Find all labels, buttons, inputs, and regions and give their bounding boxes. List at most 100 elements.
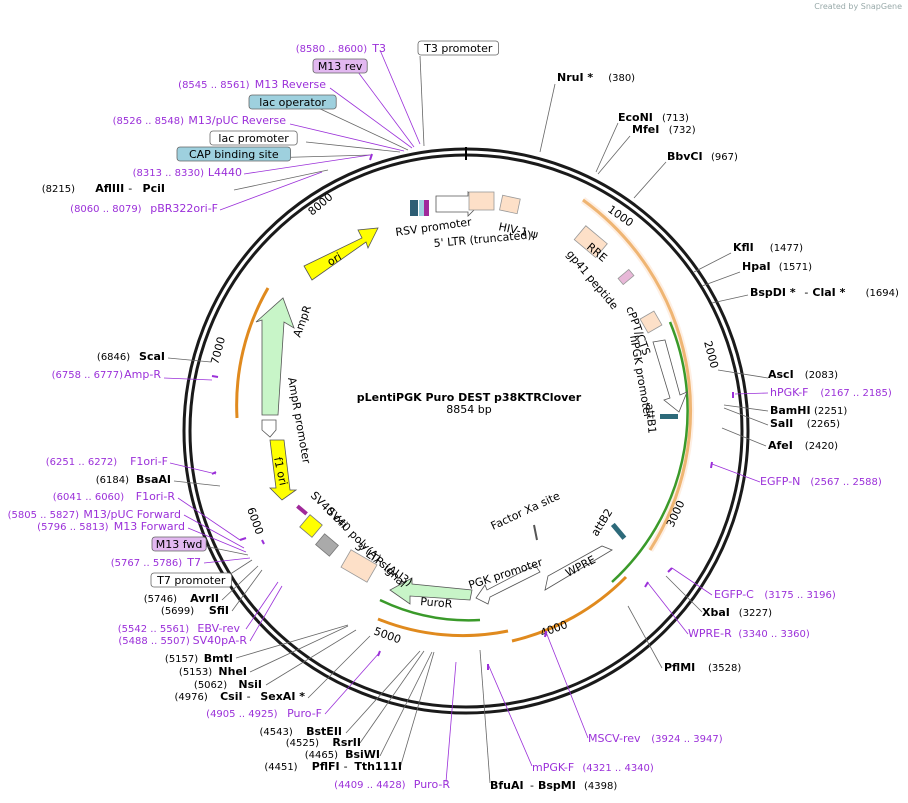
- primer-pos-puro-r: (4409 .. 4428): [334, 780, 406, 791]
- svg-text:M13 rev: M13 rev: [318, 60, 363, 73]
- enzyme-pos-asci: (2083): [805, 370, 838, 381]
- primer-egfp-n: EGFP-N: [760, 475, 800, 488]
- primer-pos-t7: (5767 .. 5786): [111, 558, 183, 569]
- enzyme-bsaai: BsaAI: [136, 473, 171, 486]
- enzyme-pos-avrii: (5746): [144, 594, 177, 605]
- enzyme-pos-xbai: (3227): [739, 608, 772, 619]
- enzyme-pos-bbvci: (967): [711, 152, 738, 163]
- primer-m13-puc-reverse: M13/pUC Reverse: [188, 114, 286, 127]
- primer-sv40pa-r: SV40pA-R: [193, 634, 248, 647]
- feature-ltr3: [340, 549, 378, 583]
- svg-text:lac promoter: lac promoter: [218, 132, 289, 145]
- label-ampr: AmpR: [291, 303, 315, 339]
- svg-text:lac operator: lac operator: [259, 96, 326, 109]
- primer-m13-puc-forward: M13/pUC Forward: [83, 508, 181, 521]
- enzyme-sep-csii: -: [247, 690, 251, 703]
- enzyme-pos-econi: (713): [662, 113, 689, 124]
- enzyme-pos-pflfi: (4451): [264, 762, 297, 773]
- primer-pos-m13-puc-reverse: (8526 .. 8548): [113, 116, 185, 127]
- enzyme-econi: EcoNI: [618, 111, 653, 124]
- enzyme2-csii: SexAI *: [260, 690, 305, 703]
- plasmid-size: 8854 bp: [446, 403, 491, 416]
- label-factor-xa: Factor Xa site: [489, 489, 563, 532]
- enzyme-pos-bfuai: (4398): [584, 781, 617, 792]
- enzyme2-bfuai: BspMI: [538, 779, 576, 792]
- feature-lac-block: [419, 200, 424, 216]
- primer-marks: [211, 153, 734, 670]
- label-ori: ori: [325, 250, 344, 268]
- feature-puror-arrow: [389, 577, 473, 605]
- box-lac-promoter: lac promoter: [209, 130, 298, 146]
- enzyme-pos-afei: (2420): [805, 441, 838, 452]
- feature-attb1: [660, 414, 678, 419]
- feature-ori-arrow: [303, 227, 379, 281]
- label-attb1: attB1: [643, 403, 659, 434]
- enzyme-pos-rsrii: (4525): [286, 738, 319, 749]
- feature-f1ori-arrow: [269, 439, 298, 501]
- primer-m13-forward: M13 Forward: [114, 520, 185, 533]
- box-lac-operator: lac operator: [248, 94, 337, 110]
- tick-4000: 4000: [539, 618, 570, 640]
- enzyme-pos-bamhi: (2251): [814, 406, 847, 417]
- box-cap-binding-site: CAP binding site: [176, 146, 291, 162]
- enzyme-bspdi-: BspDI *: [750, 286, 796, 299]
- primer-t7: T7: [186, 556, 201, 569]
- enzyme2-pflfi: Tth111I: [354, 760, 402, 773]
- primer-ebv-rev: EBV-rev: [197, 622, 240, 635]
- enzyme-pos-kfli: (1477): [770, 243, 803, 254]
- primer-puro-f: Puro-F: [287, 707, 322, 720]
- enzyme-nrui-: NruI *: [557, 71, 593, 84]
- svg-text:T7 promoter: T7 promoter: [156, 574, 226, 587]
- enzyme-pos-bspdi-: (1694): [866, 288, 899, 299]
- primer-t3: T3: [371, 42, 386, 55]
- primer-l4440: L4440: [208, 166, 242, 179]
- feature-ampr-arrow: [255, 297, 295, 416]
- primer-pos-sv40pa-r: (5488 .. 5507): [118, 636, 190, 647]
- enzyme-avrii: AvrII: [190, 592, 219, 605]
- primer-pos-f1ori-f: (6251 .. 6272): [46, 457, 118, 468]
- enzyme-sep-bfuai: -: [530, 779, 534, 792]
- svg-text:M13 fwd: M13 fwd: [156, 538, 203, 551]
- arc-orange-bottom: [377, 617, 509, 638]
- primer-pos-mpgk-f: (4321 .. 4340): [582, 763, 654, 774]
- label-gp41: gp41 peptide: [564, 248, 621, 313]
- enzyme-pos-nhei: (5153): [179, 667, 212, 678]
- arc-orange-left: [235, 287, 270, 419]
- snapgene-credit: Created by SnapGene: [814, 2, 902, 11]
- box-t7-promoter: T7 promoter: [150, 572, 232, 588]
- enzyme-pos-csii: (4976): [175, 692, 208, 703]
- primer-pos-t3: (8580 .. 8600): [296, 44, 368, 55]
- label-f1ori: f1 ori: [271, 456, 290, 487]
- primer-wpre-r: WPRE-R: [688, 627, 732, 640]
- feature-sv40ori: [299, 514, 323, 538]
- feature-m13fwd-block: [296, 504, 308, 516]
- enzyme-pos-nsii: (5062): [194, 680, 227, 691]
- enzyme-sfii: SfiI: [209, 604, 229, 617]
- enzyme-hpai: HpaI: [742, 260, 771, 273]
- feature-factor-xa: [533, 524, 538, 541]
- enzyme-sep-bspdi-: -: [804, 286, 808, 299]
- arc-green-bottom: [379, 598, 481, 622]
- primer-pos-ebv-rev: (5542 .. 5561): [118, 624, 190, 635]
- enzyme-asci: AscI: [768, 368, 794, 381]
- feature-wpre-arrow: [544, 545, 613, 591]
- svg-text:T3 promoter: T3 promoter: [423, 42, 493, 55]
- primer-puro-r: Puro-R: [414, 778, 451, 791]
- enzyme-pos-bmti: (5157): [165, 654, 198, 665]
- enzyme-afei: AfeI: [768, 439, 793, 452]
- tick-5000: 5000: [372, 625, 403, 647]
- svg-text:CAP binding site: CAP binding site: [189, 148, 279, 161]
- primer-pbr322ori-f: pBR322ori-F: [150, 202, 218, 215]
- primer-mpgk-f: mPGK-F: [532, 761, 574, 774]
- primer-pos-m13-puc-forward: (5805 .. 5827): [8, 510, 80, 521]
- primer-f1ori-r: F1ori-R: [136, 490, 176, 503]
- label-puror: PuroR: [420, 595, 453, 611]
- primer-pos-m13-forward: (5796 .. 5813): [37, 522, 109, 533]
- box-m13-rev: M13 rev: [312, 58, 368, 74]
- feature-rsv-block: [410, 200, 418, 216]
- enzyme-pos-sali: (2265): [807, 419, 840, 430]
- label-attb2: attB2: [589, 506, 616, 538]
- enzyme-pos-nrui-: (380): [608, 73, 635, 84]
- enzyme-bsiwi: BsiWI: [345, 748, 380, 761]
- primer-pos-wpre-r: (3340 .. 3360): [738, 629, 810, 640]
